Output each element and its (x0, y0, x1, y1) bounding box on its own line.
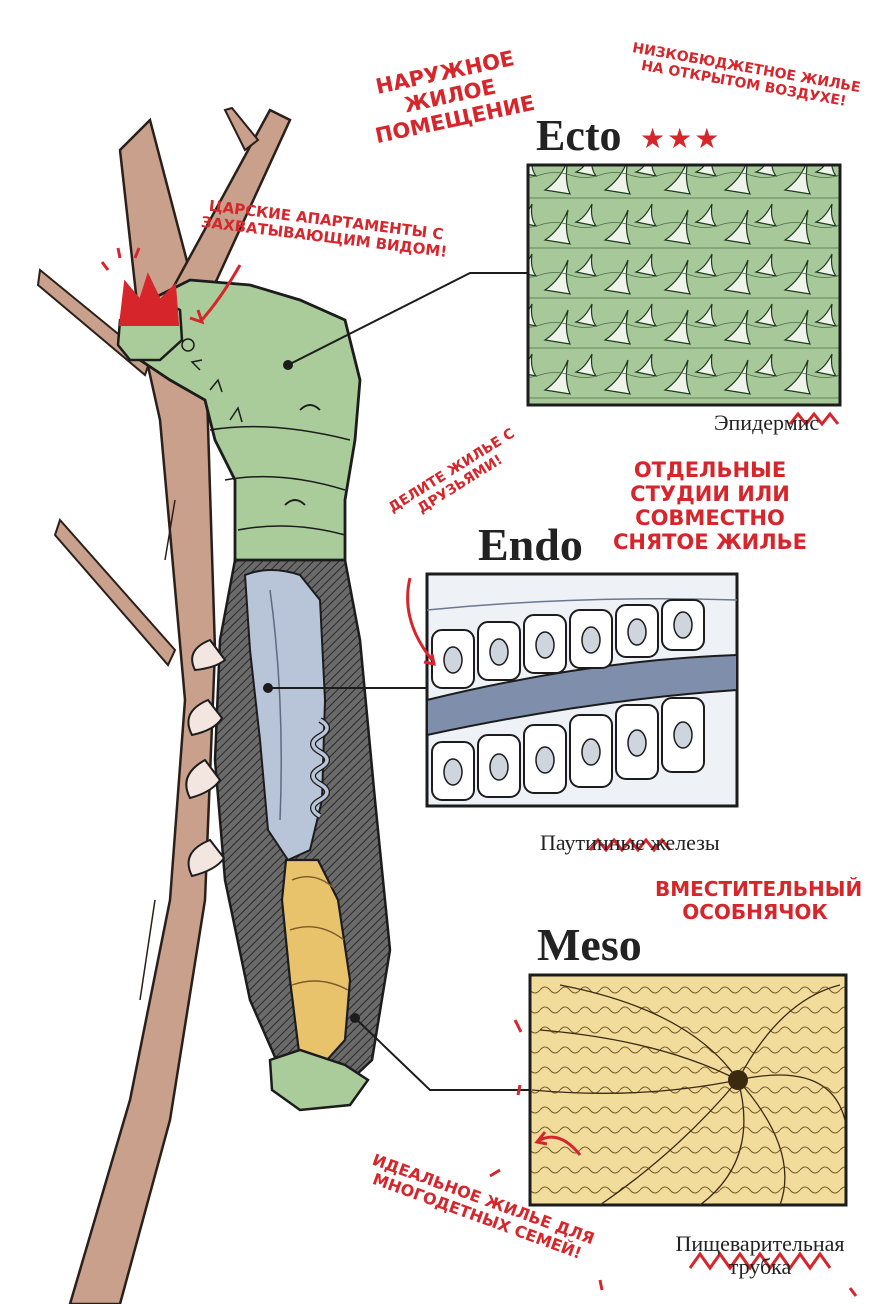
ecto-swatch (528, 165, 840, 405)
ecto-caption: Эпидермис (714, 410, 819, 436)
meso-caption: Пищеварительная трубка (652, 1232, 868, 1278)
endo-caption: Паутинные железы (540, 830, 720, 856)
annotation-studios: ОТДЕЛЬНЫЕ СТУДИИ ИЛИ СОВМЕСТНО СНЯТОЕ ЖИ… (590, 458, 830, 555)
endo-swatch (427, 574, 737, 806)
meso-title: Meso (537, 918, 642, 971)
meso-swatch (530, 975, 846, 1205)
ecto-title: Ecto (536, 110, 622, 161)
stars-rating: ★★★ (640, 122, 721, 156)
endo-title: Endo (478, 518, 583, 571)
annotation-mansion: ВМЕСТИТЕЛЬНЫЙ ОСОБНЯЧОК (655, 878, 855, 924)
